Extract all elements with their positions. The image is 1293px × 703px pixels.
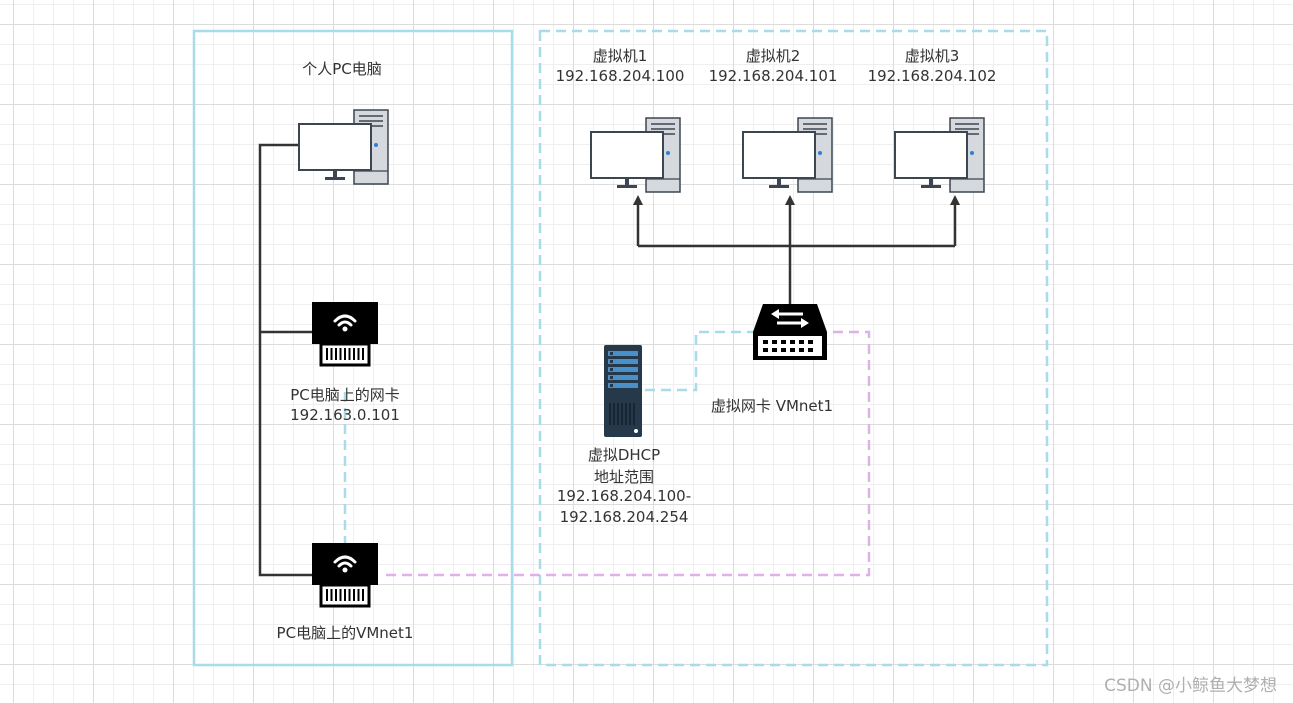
dhcp-line1: 虚拟DHCP [588, 446, 660, 464]
vm1-name: 虚拟机1 [593, 47, 648, 65]
nic-name: PC电脑上的网卡 [290, 386, 400, 404]
vm2-ip: 192.168.204.101 [709, 67, 838, 85]
network-switch-icon [751, 302, 829, 362]
dhcp-line2: 地址范围 [594, 468, 654, 486]
wifi-card-icon [310, 541, 380, 608]
switch-label: 虚拟网卡 VMnet1 [711, 397, 833, 415]
vm-group-box [538, 29, 1049, 667]
dhcp-switch-link [645, 330, 755, 392]
nic-ip: 192.163.0.101 [290, 406, 400, 424]
wifi-card-icon [310, 300, 380, 367]
vm3-name: 虚拟机3 [905, 47, 960, 65]
dhcp-range-end: 192.168.204.254 [560, 508, 689, 526]
watermark: CSDN @小鲸鱼大梦想 [1104, 676, 1277, 696]
desktop-computer-icon [894, 117, 985, 193]
desktop-computer-icon [298, 109, 389, 185]
desktop-computer-icon [590, 117, 681, 193]
vm3-ip: 192.168.204.102 [868, 67, 997, 85]
switch-vm-bus [638, 244, 955, 304]
server-rack-icon [603, 344, 643, 438]
dhcp-range-start: 192.168.204.100- [557, 487, 691, 505]
pc-wire [258, 143, 312, 577]
vmnet-switch-link [386, 330, 871, 577]
pc-group-title: 个人PC电脑 [302, 60, 382, 78]
vmnet-adapter-name: PC电脑上的VMnet1 [277, 624, 414, 642]
desktop-computer-icon [742, 117, 833, 193]
vm1-ip: 192.168.204.100 [556, 67, 685, 85]
vm2-name: 虚拟机2 [746, 47, 801, 65]
pc-group-box [192, 29, 514, 667]
